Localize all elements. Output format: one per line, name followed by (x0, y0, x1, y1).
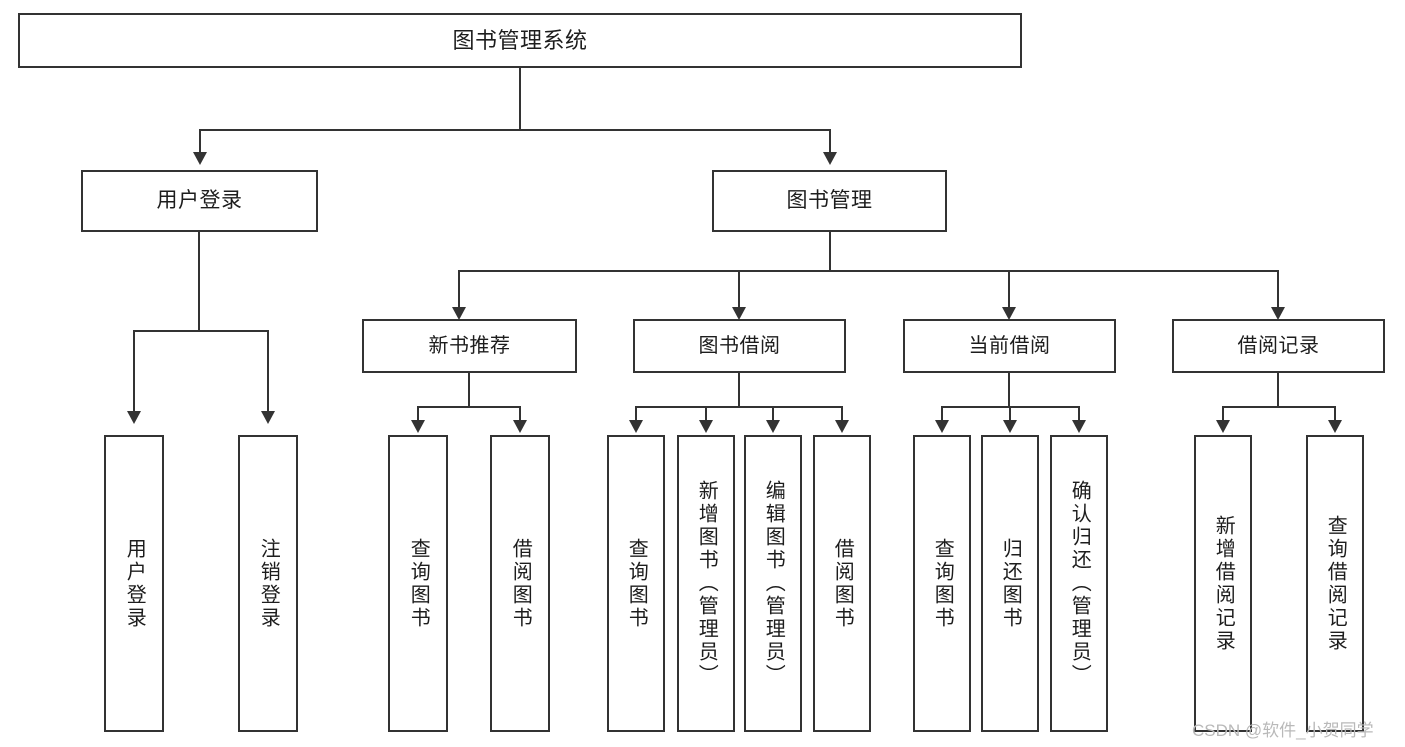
node-book-management[interactable]: 图书管理 (712, 170, 947, 232)
node-label: 新增借阅记录 (1212, 514, 1235, 653)
connector-new-book-bar (417, 406, 521, 408)
connector-user-login-left (133, 330, 135, 413)
node-label: 借阅图书 (509, 537, 532, 630)
node-root-book-management-system[interactable]: 图书管理系统 (18, 13, 1022, 68)
connector-bb-l3 (772, 406, 774, 422)
connector-new-book-stem (468, 373, 470, 407)
csdn-watermark: CSDN @软件_小贺同学 (1192, 721, 1374, 740)
node-label: 当前借阅 (968, 334, 1051, 357)
arrowhead-nb-1 (411, 420, 425, 433)
node-label: 用户登录 (156, 188, 243, 212)
node-label: 确认归还（管理员） (1068, 480, 1091, 687)
arrowhead-borrow-record (1271, 307, 1285, 320)
connector-root-stem (519, 68, 521, 130)
connector-bm-to-current-borrow (1008, 270, 1010, 309)
leaf-book-borrow-add[interactable]: 新增图书（管理员） (677, 435, 735, 732)
node-label: 图书管理系统 (452, 27, 588, 53)
node-label: 借阅图书 (831, 537, 854, 630)
arrowhead-bb-3 (766, 420, 780, 433)
node-new-book-recommend[interactable]: 新书推荐 (362, 319, 577, 373)
connector-root-to-book-management (829, 129, 831, 154)
connector-current-borrow-stem (1008, 373, 1010, 407)
leaf-current-borrow-query[interactable]: 查询图书 (913, 435, 971, 732)
connector-br-l1 (1222, 406, 1224, 422)
leaf-borrow-record-add[interactable]: 新增借阅记录 (1194, 435, 1252, 732)
connector-user-login-bar (133, 330, 268, 332)
connector-bm-to-new-book (458, 270, 460, 309)
node-label: 查询图书 (407, 537, 430, 630)
arrowhead-bb-1 (629, 420, 643, 433)
arrowhead-to-book-management (823, 152, 837, 165)
connector-cb-l3 (1078, 406, 1080, 422)
connector-bb-l4 (841, 406, 843, 422)
connector-br-l2 (1334, 406, 1336, 422)
leaf-current-borrow-return[interactable]: 归还图书 (981, 435, 1039, 732)
connector-bb-l1 (635, 406, 637, 422)
connector-new-book-l1 (417, 406, 419, 422)
arrowhead-bb-4 (835, 420, 849, 433)
node-borrow-record[interactable]: 借阅记录 (1172, 319, 1385, 373)
connector-bb-l2 (705, 406, 707, 422)
node-user-login[interactable]: 用户登录 (81, 170, 318, 232)
arrowhead-bb-2 (699, 420, 713, 433)
connector-new-book-l2 (519, 406, 521, 422)
node-label: 查询借阅记录 (1324, 514, 1347, 653)
leaf-book-borrow-query[interactable]: 查询图书 (607, 435, 665, 732)
node-label: 图书借阅 (698, 334, 781, 357)
arrowhead-user-login-1 (127, 411, 141, 424)
connector-book-borrow-stem (738, 373, 740, 407)
connector-cb-l1 (941, 406, 943, 422)
leaf-current-borrow-confirm-return[interactable]: 确认归还（管理员） (1050, 435, 1108, 732)
connector-bm-to-book-borrow (738, 270, 740, 309)
arrowhead-br-1 (1216, 420, 1230, 433)
leaf-book-borrow-edit[interactable]: 编辑图书（管理员） (744, 435, 802, 732)
node-label: 新增图书（管理员） (695, 480, 718, 687)
arrowhead-new-book-recommend (452, 307, 466, 320)
connector-book-management-bar (458, 270, 1279, 272)
connector-book-borrow-bar (635, 406, 843, 408)
node-label: 借阅记录 (1237, 334, 1320, 357)
arrowhead-cb-3 (1072, 420, 1086, 433)
node-label: 新书推荐 (428, 334, 511, 357)
node-label: 查询图书 (931, 537, 954, 630)
leaf-borrow-record-query[interactable]: 查询借阅记录 (1306, 435, 1364, 732)
arrowhead-nb-2 (513, 420, 527, 433)
arrowhead-cb-1 (935, 420, 949, 433)
leaf-user-login-logout[interactable]: 注销登录 (238, 435, 298, 732)
arrowhead-cb-2 (1003, 420, 1017, 433)
arrowhead-current-borrow (1002, 307, 1016, 320)
connector-root-to-user-login (199, 129, 201, 154)
arrowhead-to-user-login (193, 152, 207, 165)
arrowhead-book-borrow (732, 307, 746, 320)
connector-user-login-right (267, 330, 269, 413)
node-label: 编辑图书（管理员） (762, 480, 785, 687)
node-current-borrow[interactable]: 当前借阅 (903, 319, 1116, 373)
connector-borrow-record-bar (1222, 406, 1336, 408)
leaf-new-book-borrow[interactable]: 借阅图书 (490, 435, 550, 732)
connector-book-management-stem (829, 232, 831, 271)
leaf-new-book-query[interactable]: 查询图书 (388, 435, 448, 732)
node-book-borrow[interactable]: 图书借阅 (633, 319, 846, 373)
leaf-user-login-login[interactable]: 用户登录 (104, 435, 164, 732)
node-label: 查询图书 (625, 537, 648, 630)
connector-root-bar (199, 129, 831, 131)
arrowhead-br-2 (1328, 420, 1342, 433)
arrowhead-user-login-2 (261, 411, 275, 424)
node-label: 用户登录 (123, 537, 146, 630)
node-label: 注销登录 (257, 537, 280, 630)
leaf-book-borrow-borrow[interactable]: 借阅图书 (813, 435, 871, 732)
node-label: 归还图书 (999, 537, 1022, 630)
connector-borrow-record-stem (1277, 373, 1279, 407)
connector-cb-l2 (1009, 406, 1011, 422)
connector-bm-to-borrow-record (1277, 270, 1279, 309)
connector-user-login-stem (198, 232, 200, 331)
node-label: 图书管理 (786, 188, 873, 212)
